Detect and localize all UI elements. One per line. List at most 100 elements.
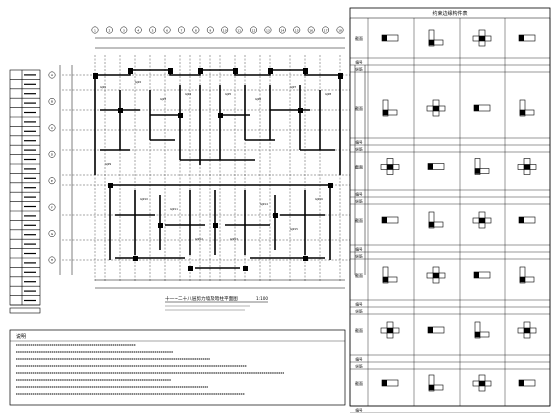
column-tag: GJZ7 [290, 85, 297, 89]
section-glyph [474, 158, 490, 175]
floor-elevation-table [9, 69, 41, 314]
row-label-section: 截面 [355, 35, 363, 41]
section-glyph [518, 34, 536, 42]
axis-bubble-top: 15 [293, 26, 301, 34]
axis-label: B [51, 100, 53, 104]
section-glyph [472, 374, 492, 392]
axis-bubble-top: 9 [206, 26, 214, 34]
axis-bubble-top: 12 [250, 26, 257, 34]
column-tag: GJZ5 [225, 92, 232, 96]
axis-label: E [51, 179, 53, 183]
axis-bubble-top: 16 [307, 26, 315, 34]
axis-bubble-left: D [48, 150, 56, 158]
axis-label: 2 [108, 29, 110, 33]
column-blocks [93, 68, 343, 271]
axis-bubble-top: 1 [91, 26, 99, 34]
section-glyph [474, 321, 490, 339]
row-label-rebar: 纵筋 [355, 254, 363, 259]
axis-bubble-left: A [48, 71, 56, 79]
section-glyph [428, 29, 444, 47]
row-label-section: 截面 [355, 380, 363, 386]
axis-label: 8 [195, 29, 197, 33]
column-tag: GJZ10 [140, 197, 148, 201]
section-glyph [472, 29, 492, 47]
axis-bubble-top: 5 [149, 26, 157, 34]
section-glyph [518, 379, 536, 387]
plan-scale: 1:100 [256, 296, 268, 301]
notes-box: 说明 [9, 329, 346, 406]
axis-bubble-top: 8 [192, 26, 200, 34]
column-tag: GJZ3 [160, 97, 167, 101]
axis-label: C [51, 126, 53, 130]
axis-bubble-top: 6 [163, 26, 171, 34]
section-glyph [427, 326, 445, 334]
section-glyph [519, 99, 535, 117]
axis-bubble-left: G [48, 230, 56, 238]
edge-member-table: 约束边缘构件表 截面编号纵筋截面编号纵筋截面编号纵筋截面编号纵筋截面编号纵筋截面… [349, 7, 551, 413]
axis-label: 3 [123, 29, 125, 33]
axis-label: 7 [181, 29, 183, 33]
section-glyph [517, 158, 537, 175]
row-label-section: 截面 [355, 272, 363, 278]
axis-bubble-left: C [48, 124, 56, 132]
axis-bubble-left: H [48, 256, 56, 264]
column-tag: GJZ6 [255, 97, 262, 101]
row-label-section: 截面 [355, 164, 363, 170]
column-tag: GJZ14 [260, 202, 268, 206]
row-label-number: 编号 [355, 140, 363, 145]
row-label-section: 截面 [355, 327, 363, 333]
axis-bubble-top: 11 [235, 26, 243, 34]
column-tag: GJZ13 [230, 237, 238, 241]
row-label-rebar: 纵筋 [355, 309, 363, 314]
plan-title: 十一~二十八层剪力墙及暗柱平面图 [165, 295, 238, 302]
row-label-number: 编号 [355, 302, 363, 307]
row-label-rebar: 纵筋 [355, 67, 363, 72]
shear-walls [94, 69, 341, 269]
axis-label: 4 [137, 29, 139, 33]
axis-bubble-top: 13 [264, 26, 272, 34]
row-label-number: 编号 [355, 408, 363, 413]
column-tag: GJZ8 [325, 92, 332, 96]
axis-bubble-left: E [48, 177, 56, 185]
axis-label: 16 [309, 29, 313, 33]
section-glyph [518, 216, 536, 224]
axis-label: 9 [209, 29, 211, 33]
column-tag: GJZ16 [315, 197, 323, 201]
axis-label: D [51, 152, 54, 156]
row-label-number: 编号 [355, 192, 363, 197]
axis-label: 15 [295, 29, 299, 33]
row-label-number: 编号 [355, 357, 363, 362]
axis-bubble-left: F [48, 203, 56, 211]
axis-bubble-top: 7 [178, 26, 185, 34]
section-glyph [426, 99, 446, 117]
column-tag: GJZ12 [195, 237, 203, 241]
column-tag: GJZ9 [105, 162, 112, 166]
axis-label: 10 [223, 29, 227, 33]
axis-bubble-top: 14 [278, 26, 286, 34]
section-glyph [428, 374, 444, 392]
axis-label: G [51, 232, 54, 236]
notes-heading: 说明 [16, 333, 26, 340]
row-label-section: 截面 [355, 217, 363, 223]
axis-bubble-top: 17 [322, 26, 330, 34]
section-glyph [428, 211, 444, 229]
axis-bubble-top: 3 [120, 26, 128, 34]
section-glyph [380, 321, 400, 339]
axis-label: 6 [166, 29, 168, 33]
section-glyph [382, 266, 398, 284]
axis-label: 13 [266, 29, 270, 33]
top-dimension-lines [59, 37, 366, 289]
table-title: 约束边缘构件表 [432, 10, 467, 17]
section-glyph [427, 163, 445, 170]
section-glyph [382, 99, 398, 117]
row-label-rebar: 纵筋 [355, 364, 363, 369]
row-label-number: 编号 [355, 60, 363, 65]
axis-label: F [51, 205, 53, 209]
column-tag: GJZ2 [135, 80, 142, 84]
section-glyph [473, 104, 491, 112]
section-glyph [381, 34, 399, 42]
column-tag: GJZ1 [100, 85, 107, 89]
column-tag: GJZ11 [170, 207, 178, 211]
